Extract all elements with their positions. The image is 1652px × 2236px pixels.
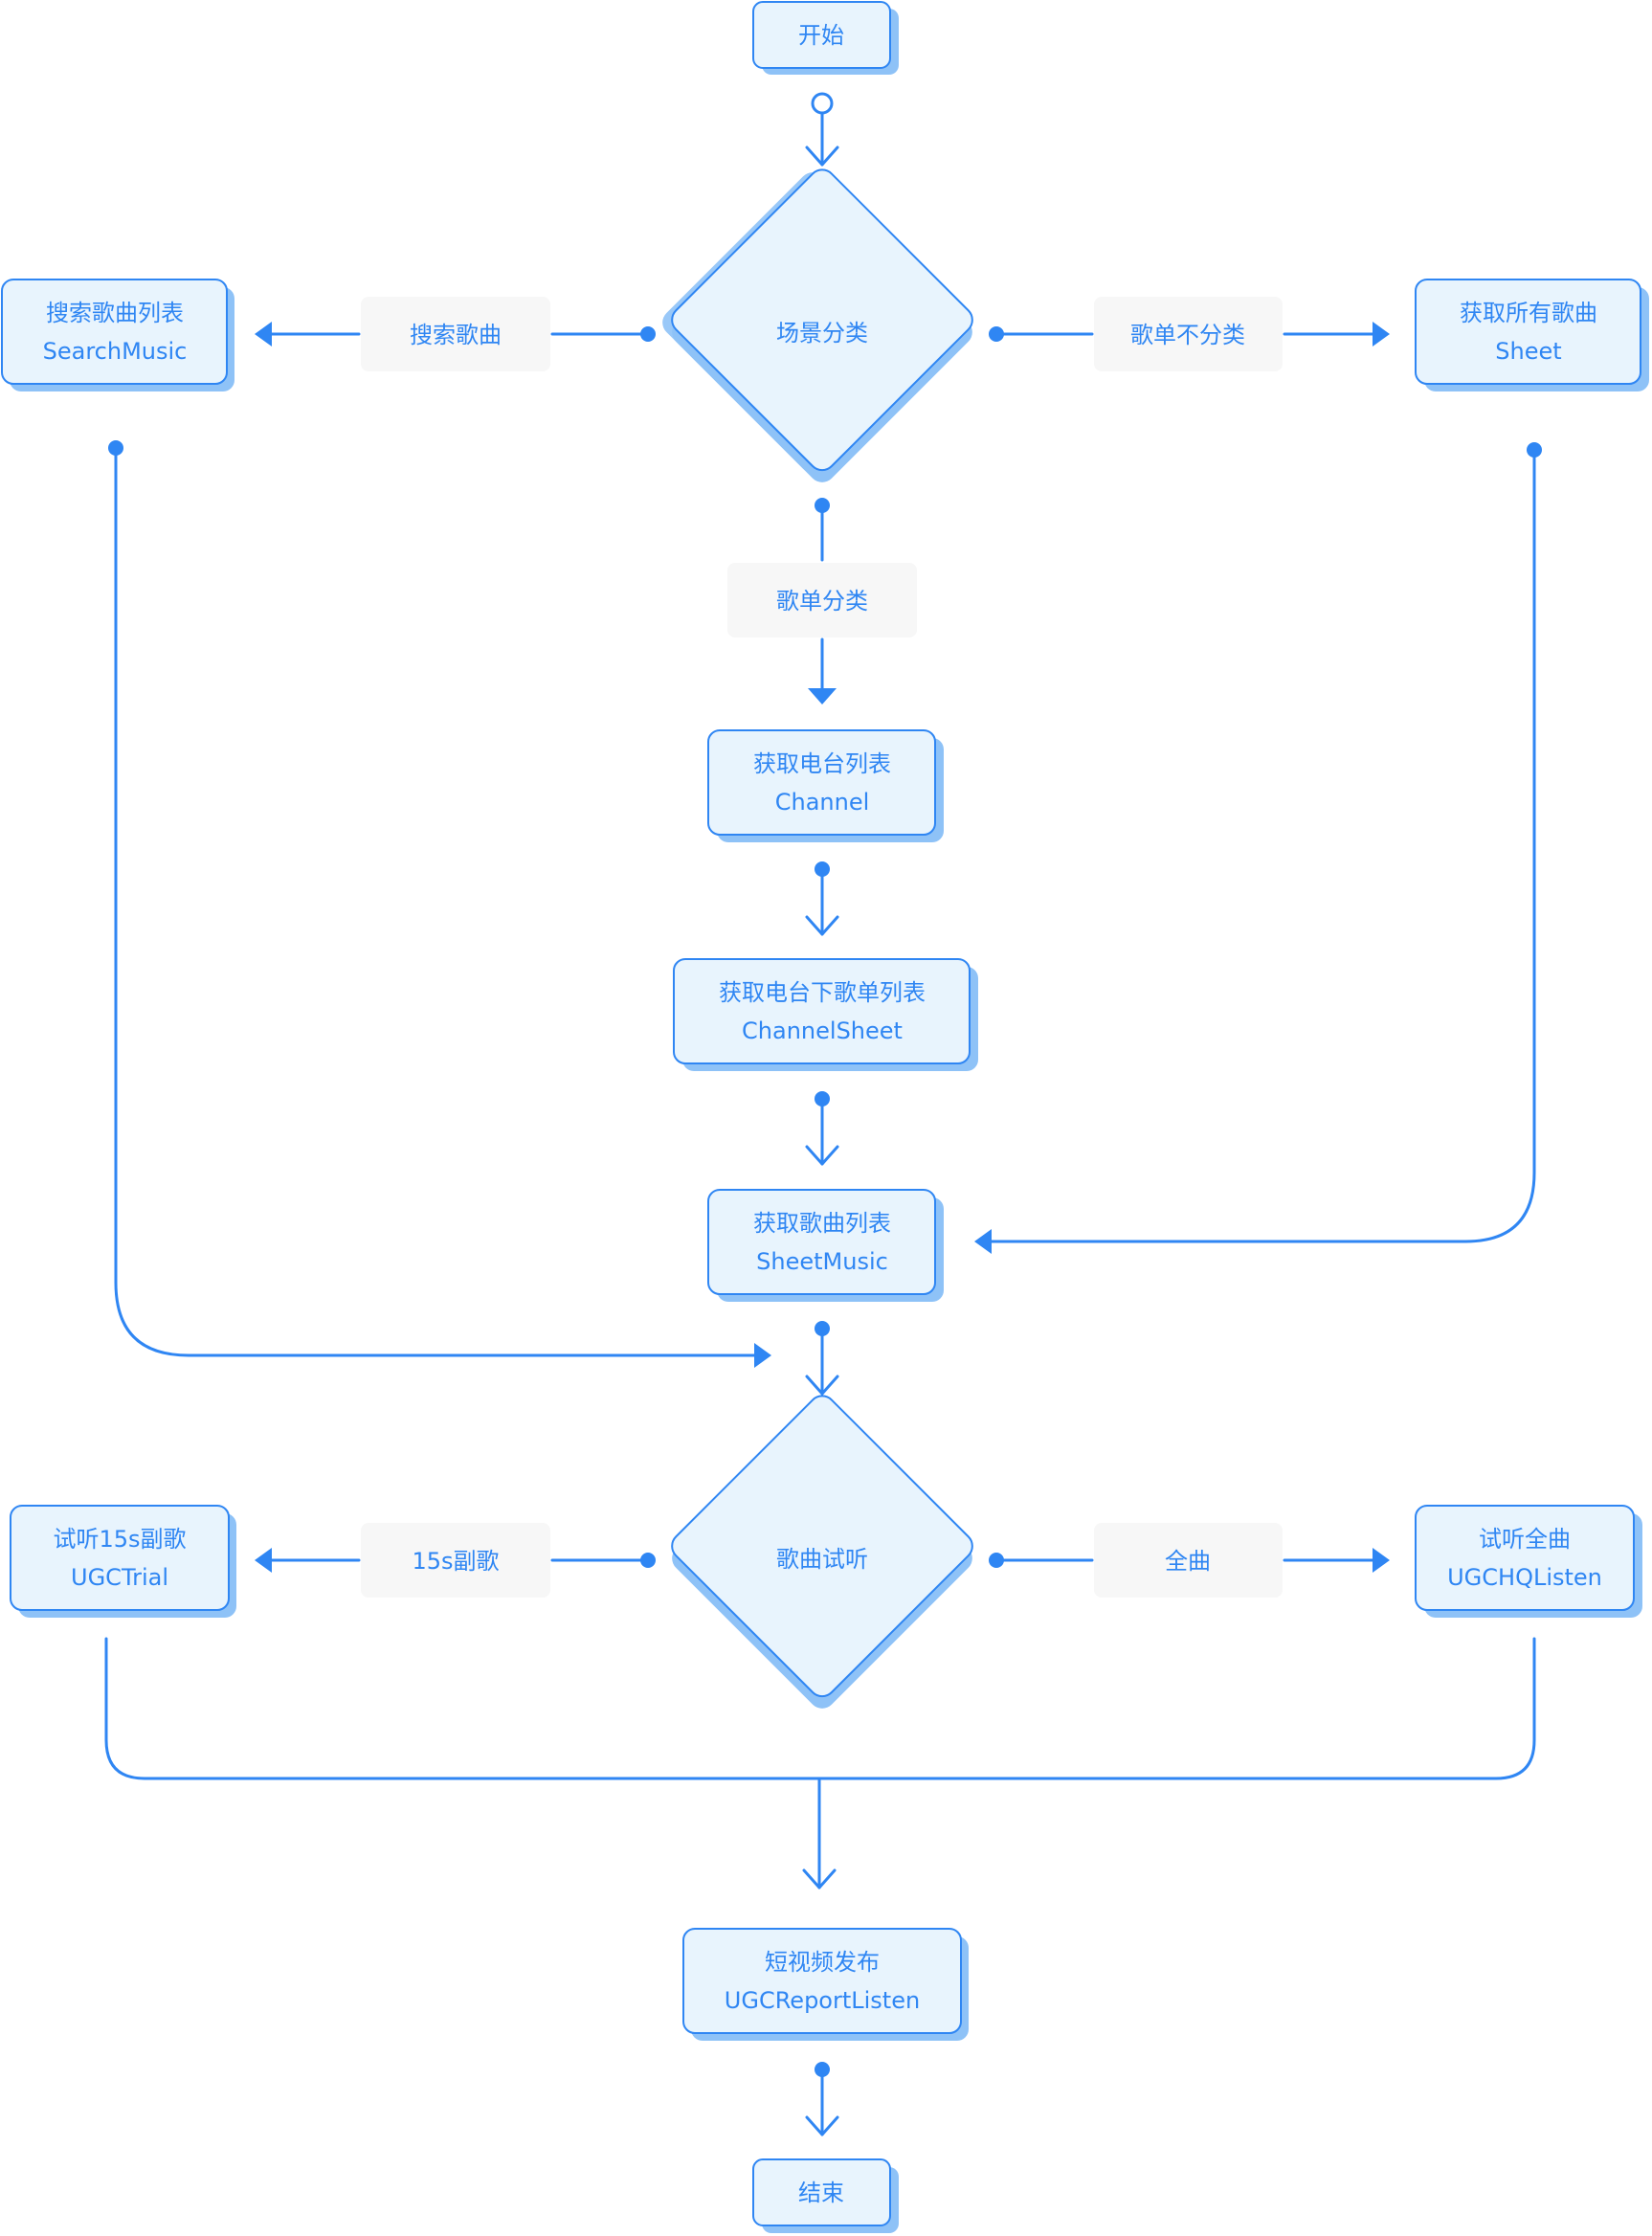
edge-channel-to-channelsheet bbox=[805, 861, 839, 936]
edge-label-full-text: 全曲 bbox=[1165, 1548, 1211, 1575]
edge-scene-to-search bbox=[255, 322, 656, 347]
ugc-hq-en: UGCHQListen bbox=[1447, 1564, 1602, 1591]
edge-sheetmusic-to-listen bbox=[805, 1321, 839, 1396]
connectors bbox=[104, 92, 1542, 2136]
scene-decision-label: 场景分类 bbox=[776, 320, 868, 347]
sheet-music-en: SheetMusic bbox=[756, 1248, 888, 1275]
end-node-label: 结束 bbox=[798, 2180, 844, 2206]
edge-label-no-classify-text: 歌单不分类 bbox=[1130, 322, 1245, 348]
channel-node[interactable]: 获取电台列表 Channel bbox=[707, 729, 944, 842]
channel-cn: 获取电台列表 bbox=[753, 750, 891, 777]
search-music-node[interactable]: 搜索歌曲列表 SearchMusic bbox=[1, 279, 234, 391]
all-songs-en: Sheet bbox=[1495, 338, 1561, 365]
ugc-hq-node[interactable]: 试听全曲 UGCHQListen bbox=[1415, 1505, 1642, 1618]
edge-scene-to-allsongs bbox=[989, 322, 1390, 347]
channel-sheet-cn: 获取电台下歌单列表 bbox=[719, 979, 926, 1006]
start-node[interactable]: 开始 bbox=[752, 1, 899, 75]
edge-channelsheet-to-sheetmusic bbox=[805, 1091, 839, 1166]
ugc-trial-node[interactable]: 试听15s副歌 UGCTrial bbox=[10, 1505, 236, 1618]
all-songs-node[interactable]: 获取所有歌曲 Sheet bbox=[1415, 279, 1649, 391]
start-node-label: 开始 bbox=[798, 22, 844, 49]
edge-merge-to-report bbox=[104, 1637, 1536, 1889]
all-songs-cn: 获取所有歌曲 bbox=[1460, 300, 1597, 326]
listen-decision[interactable]: 歌曲试听 bbox=[666, 1391, 977, 1714]
channel-sheet-node[interactable]: 获取电台下歌单列表 ChannelSheet bbox=[673, 958, 978, 1071]
edge-label-chorus-text: 15s副歌 bbox=[412, 1548, 499, 1575]
sheet-music-node[interactable]: 获取歌曲列表 SheetMusic bbox=[707, 1189, 944, 1302]
report-cn: 短视频发布 bbox=[765, 1949, 880, 1976]
edge-start-to-scene bbox=[805, 92, 839, 167]
edge-label-no-classify: 歌单不分类 bbox=[1094, 297, 1283, 371]
ugc-trial-en: UGCTrial bbox=[71, 1564, 168, 1591]
scene-decision[interactable]: 场景分类 bbox=[657, 165, 977, 488]
edge-label-chorus: 15s副歌 bbox=[361, 1523, 550, 1598]
report-node[interactable]: 短视频发布 UGCReportListen bbox=[682, 1928, 969, 2041]
ugc-trial-cn: 试听15s副歌 bbox=[53, 1526, 186, 1553]
edge-allsongs-to-sheetmusic bbox=[974, 442, 1542, 1254]
edge-listen-to-hq bbox=[989, 1548, 1390, 1573]
report-en: UGCReportListen bbox=[725, 1987, 920, 2014]
edge-search-to-listen bbox=[108, 440, 771, 1368]
edge-label-search: 搜索歌曲 bbox=[361, 297, 550, 371]
edge-scene-to-channel bbox=[808, 498, 837, 704]
end-node[interactable]: 结束 bbox=[752, 2158, 899, 2233]
ugc-hq-cn: 试听全曲 bbox=[1479, 1526, 1571, 1553]
edge-label-classify-text: 歌单分类 bbox=[776, 588, 868, 615]
channel-sheet-en: ChannelSheet bbox=[742, 1017, 903, 1044]
search-music-cn: 搜索歌曲列表 bbox=[46, 300, 184, 326]
edge-label-search-text: 搜索歌曲 bbox=[410, 322, 502, 348]
edge-label-full: 全曲 bbox=[1094, 1523, 1283, 1598]
sheet-music-cn: 获取歌曲列表 bbox=[753, 1210, 891, 1237]
edge-report-to-end bbox=[805, 2062, 839, 2136]
edge-listen-to-trial bbox=[255, 1548, 656, 1573]
edge-label-classify: 歌单分类 bbox=[727, 563, 917, 637]
listen-decision-label: 歌曲试听 bbox=[776, 1546, 868, 1573]
channel-en: Channel bbox=[775, 789, 870, 816]
search-music-en: SearchMusic bbox=[43, 338, 188, 365]
